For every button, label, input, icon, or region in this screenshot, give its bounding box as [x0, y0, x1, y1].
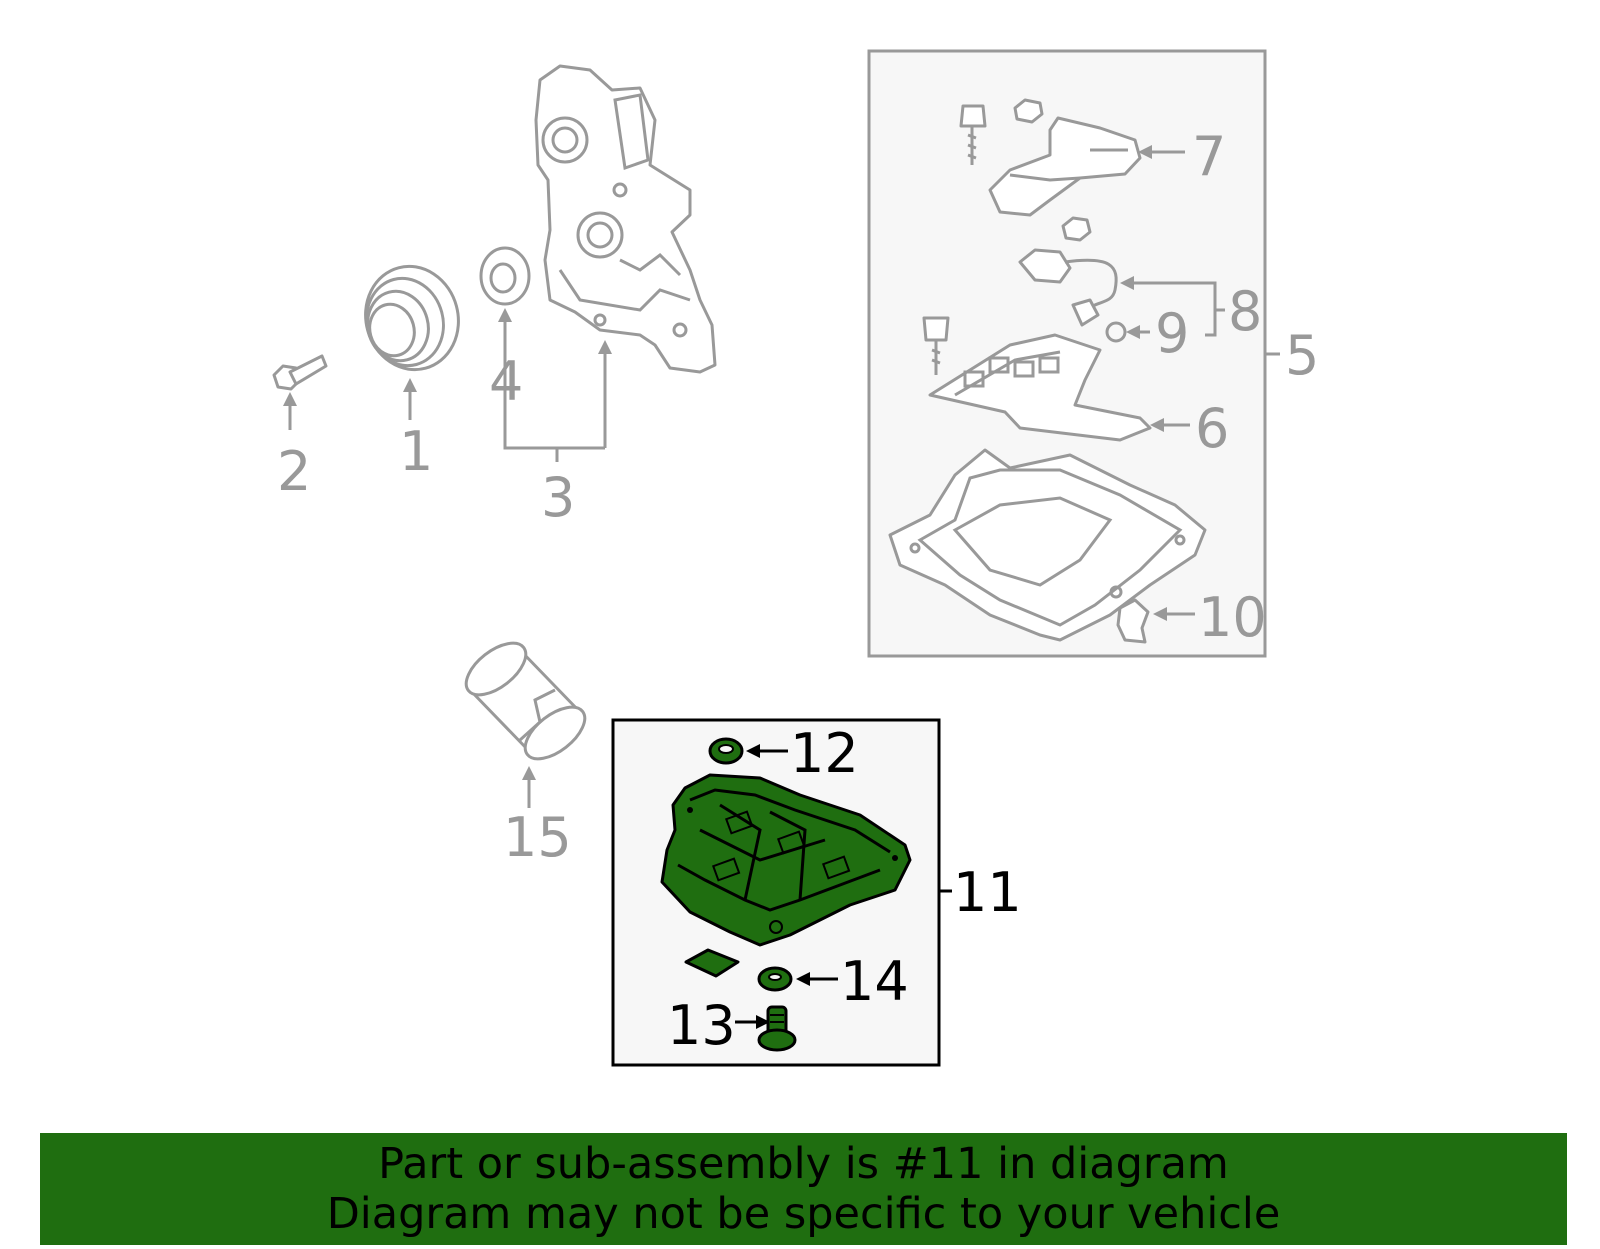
part-11-lower-oil-pan[interactable]: [660, 773, 912, 947]
part-12-washer[interactable]: [708, 737, 788, 765]
part-15-oil-filter[interactable]: [457, 633, 593, 808]
part-7-baffle[interactable]: [959, 98, 1185, 217]
part-3-timing-cover[interactable]: [534, 64, 717, 448]
bracket-3: [503, 385, 605, 450]
callout-7: 7: [1192, 125, 1226, 188]
callout-15: 15: [503, 806, 572, 869]
callout-11: 11: [953, 861, 1022, 924]
callout-14: 14: [840, 950, 909, 1013]
part-6-upper-pan[interactable]: [922, 316, 1190, 442]
part-10-clip[interactable]: [1116, 598, 1195, 644]
banner-line-2: Diagram may not be specific to your vehi…: [326, 1189, 1281, 1239]
callout-8: 8: [1228, 280, 1262, 343]
part-1-pulley[interactable]: [354, 256, 470, 420]
callout-12: 12: [790, 722, 859, 785]
part-14-washer[interactable]: [757, 966, 838, 992]
part-2-bolt[interactable]: [272, 354, 328, 430]
part-9-o-ring[interactable]: [1105, 321, 1150, 343]
part-4-seal[interactable]: [479, 246, 531, 385]
part-13-drain-plug[interactable]: [735, 1005, 797, 1052]
callout-1: 1: [399, 420, 433, 483]
part-8-sensor[interactable]: [1018, 216, 1225, 337]
part-5-oil-pan[interactable]: [888, 448, 1207, 642]
callout-3: 3: [541, 466, 575, 529]
part-11-gasket[interactable]: [684, 948, 740, 978]
callout-13: 13: [667, 994, 736, 1057]
callout-2: 2: [277, 440, 311, 503]
banner-line-1: Part or sub-assembly is #11 in diagram: [378, 1139, 1229, 1189]
callout-5: 5: [1285, 324, 1319, 387]
callout-9: 9: [1155, 302, 1189, 365]
callout-6: 6: [1195, 397, 1229, 460]
info-banner: Part or sub-assembly is #11 in diagram D…: [40, 1133, 1567, 1245]
callout-10: 10: [1198, 586, 1267, 649]
